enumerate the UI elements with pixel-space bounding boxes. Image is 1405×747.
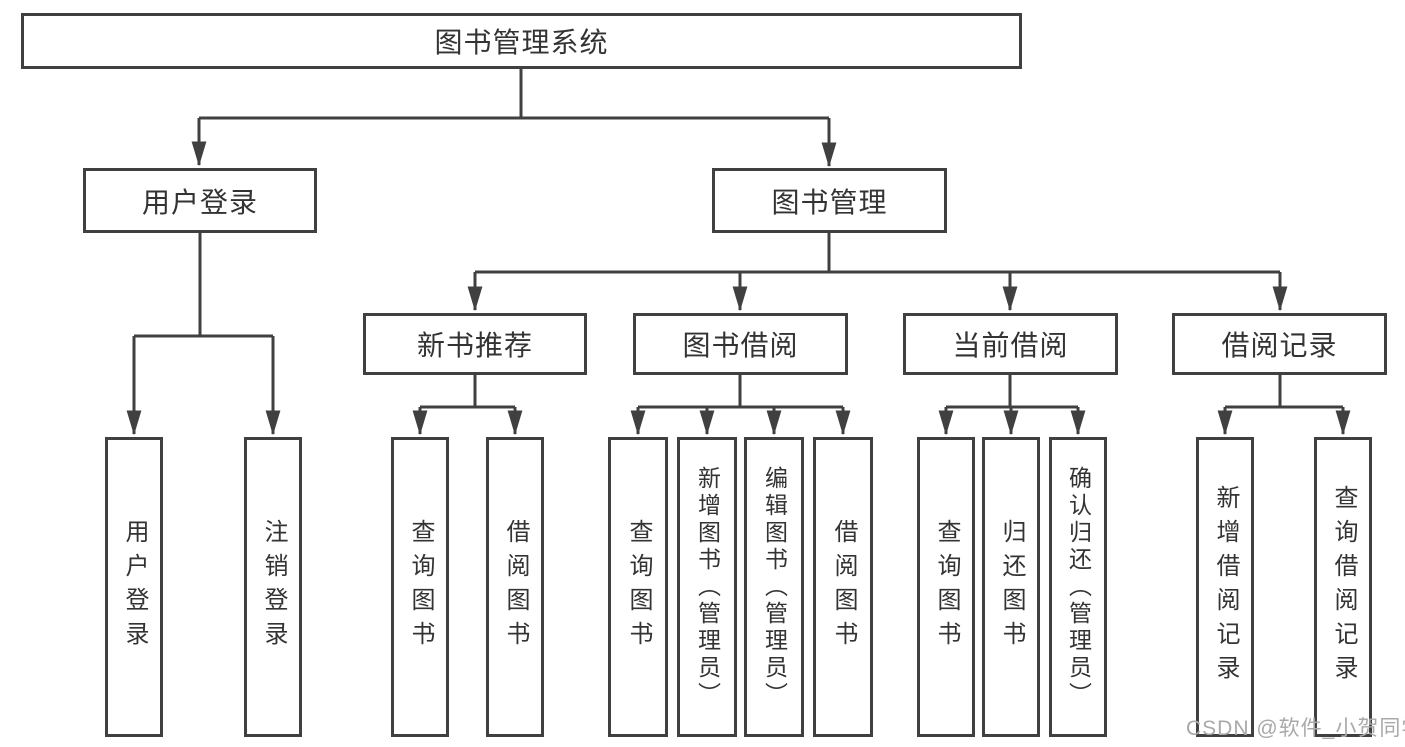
leaf-label: 查询图书: [407, 519, 434, 655]
leaf-label: 新增图书（管理员）: [694, 465, 721, 709]
leaf-label: 查询图书: [625, 519, 652, 655]
leaf-logout: 注销登录: [244, 437, 302, 737]
leaf-query-borrow-record: 查询借阅记录: [1314, 437, 1372, 737]
leaf-query-books-borrow: 查询图书: [608, 437, 668, 737]
leaf-borrow-books-recommend: 借阅图书: [486, 437, 544, 737]
leaf-label: 查询图书: [933, 519, 960, 655]
node-label: 图书借阅: [682, 330, 799, 361]
leaf-edit-book-admin: 编辑图书（管理员）: [744, 437, 804, 737]
leaf-add-book-admin: 新增图书（管理员）: [677, 437, 737, 737]
leaf-add-borrow-record: 新增借阅记录: [1196, 437, 1254, 737]
leaf-label: 借阅图书: [502, 519, 529, 655]
leaf-label: 编辑图书（管理员）: [761, 465, 788, 709]
leaf-user-login: 用户登录: [105, 437, 163, 737]
connector-user-login: [126, 233, 281, 436]
node-new-book-recommend: 新书推荐: [363, 313, 587, 375]
connector-new-book-recommend: [412, 374, 523, 436]
leaf-label: 新增借阅记录: [1212, 485, 1239, 689]
node-book-borrow: 图书借阅: [633, 313, 848, 375]
connector-root: [191, 69, 837, 168]
node-book-management: 图书管理: [712, 168, 947, 233]
node-label: 用户登录: [141, 186, 258, 218]
leaf-label: 用户登录: [121, 519, 148, 655]
leaf-borrow-books: 借阅图书: [813, 437, 873, 737]
node-user-login: 用户登录: [83, 168, 317, 233]
csdn-watermark: CSDN @软件_小贺同学: [1186, 717, 1405, 740]
leaf-label: 查询借阅记录: [1330, 485, 1357, 689]
node-library-management-system: 图书管理系统: [21, 13, 1022, 69]
leaf-confirm-return-admin: 确认归还（管理员）: [1049, 437, 1107, 737]
node-label: 图书管理系统: [434, 27, 609, 58]
node-label: 借阅记录: [1221, 330, 1338, 361]
leaf-label: 归还图书: [998, 519, 1025, 655]
connector-book-management: [467, 233, 1288, 312]
connector-book-borrow: [630, 375, 851, 436]
node-borrow-records: 借阅记录: [1172, 313, 1387, 375]
connector-borrow-records: [1217, 375, 1351, 436]
leaf-label: 注销登录: [260, 519, 287, 655]
leaf-label: 确认归还（管理员）: [1065, 465, 1092, 709]
leaf-return-books: 归还图书: [982, 437, 1040, 737]
node-current-borrow: 当前借阅: [903, 313, 1118, 375]
connector-current-borrow: [938, 375, 1086, 436]
node-label: 图书管理: [771, 186, 888, 218]
leaf-query-books-recommend: 查询图书: [391, 437, 449, 737]
node-label: 当前借阅: [952, 330, 1069, 361]
leaf-query-books-current: 查询图书: [917, 437, 975, 737]
leaf-label: 借阅图书: [830, 519, 857, 655]
node-label: 新书推荐: [416, 330, 533, 361]
